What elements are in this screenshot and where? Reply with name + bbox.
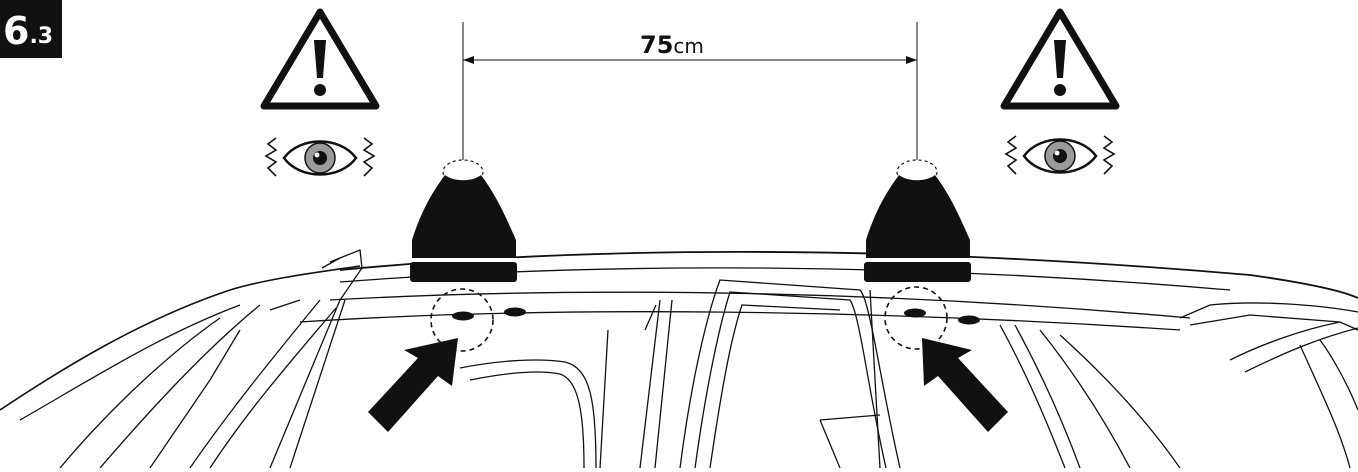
roof-foot-right bbox=[864, 159, 971, 282]
warning-triangle-icon bbox=[1000, 8, 1120, 110]
warning-triangle-icon bbox=[260, 8, 380, 110]
roof-foot-left bbox=[410, 159, 517, 282]
car-body-outline bbox=[0, 249, 1358, 468]
step-number-badge: 6.3 bbox=[0, 0, 62, 58]
measurement-value: 75 bbox=[640, 31, 673, 59]
step-minor: .3 bbox=[29, 24, 54, 49]
arrow-icon bbox=[922, 338, 1008, 432]
eye-icon bbox=[1004, 135, 1116, 175]
measurement-label: 75cm bbox=[640, 31, 704, 59]
measurement-unit: cm bbox=[673, 34, 703, 58]
fixing-points-left bbox=[430, 288, 526, 352]
eye-icon bbox=[264, 137, 376, 177]
arrow-icon bbox=[368, 338, 458, 432]
fixing-points-right bbox=[884, 286, 980, 350]
step-major: 6 bbox=[3, 9, 30, 53]
dimension-guides bbox=[462, 22, 918, 160]
